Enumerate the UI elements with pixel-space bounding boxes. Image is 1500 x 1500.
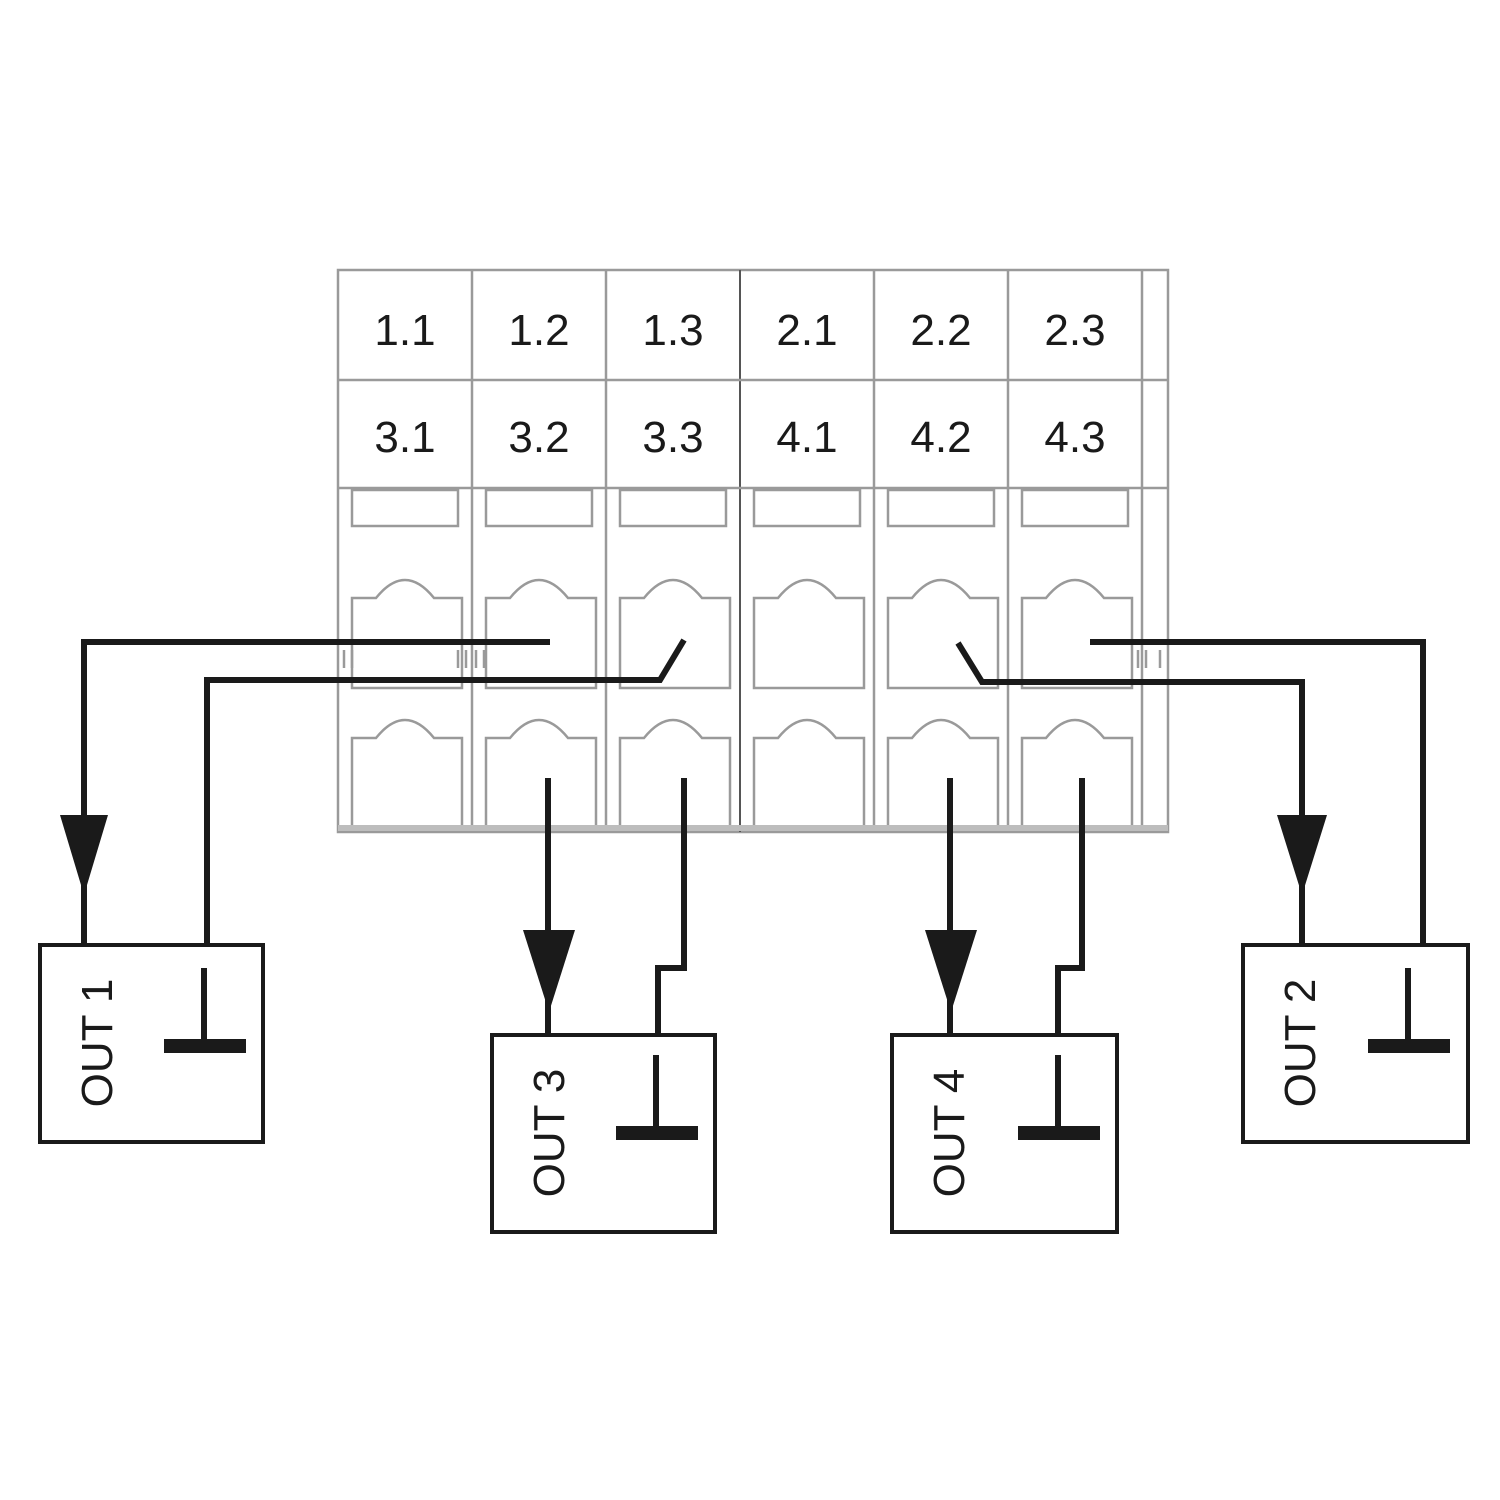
output-box-out4: OUT 4 [890,1033,1119,1234]
wires [81,638,1426,1035]
ground-symbol-icon [164,968,246,1053]
terminal-label-4-1: 4.1 [776,413,837,462]
socket-upper [484,578,598,690]
wire-out4-ground [1055,778,1085,1035]
wire-out1-ground [204,638,687,945]
arrow-out2-icon [1277,815,1327,895]
marker-slot [752,488,862,528]
terminal-label-4-2: 4.2 [910,413,971,462]
output-label-out4: OUT 4 [925,1069,974,1198]
terminal-block-outline [336,268,1170,834]
output-box-out3: OUT 3 [490,1033,717,1234]
marker-slot [350,488,460,528]
socket-upper [886,578,1000,690]
socket-upper [350,578,464,690]
socket-upper [618,578,732,690]
output-label-out1: OUT 1 [73,979,122,1108]
terminal-label-3-1: 3.1 [374,413,435,462]
marker-slot [1020,488,1130,528]
terminal-label-2-3: 2.3 [1044,306,1105,355]
wire-out2-signal [1090,639,1426,945]
arrow-out3-icon [523,930,575,1012]
terminal-label-1-3: 1.3 [642,306,703,355]
marker-slot [618,488,728,528]
arrowheads [60,815,1327,1012]
socket-lower [484,718,598,828]
socket-upper [752,578,866,690]
terminal-block [336,268,1170,834]
socket-lower [1020,718,1134,828]
output-box-out1: OUT 1 [38,943,265,1144]
terminal-label-1-1: 1.1 [374,306,435,355]
terminal-label-3-2: 3.2 [508,413,569,462]
arrow-out4-icon [925,930,977,1012]
marker-slot [484,488,594,528]
ground-symbol-icon [1018,1055,1100,1140]
wire-out3-ground [655,778,687,1035]
output-box-out2: OUT 2 [1241,943,1470,1144]
arrow-out1-icon [60,815,108,895]
terminal-label-3-3: 3.3 [642,413,703,462]
ground-symbol-icon [1368,968,1450,1053]
ground-symbol-icon [616,1055,698,1140]
terminal-label-1-2: 1.2 [508,306,569,355]
wire-out1-signal [81,639,550,945]
terminal-labels: 1.1 1.2 1.3 2.1 2.2 2.3 3.1 3.2 3.3 4.1 … [374,306,1105,462]
socket-upper [1020,578,1134,690]
socket-lower [752,718,866,828]
terminal-label-2-1: 2.1 [776,306,837,355]
terminal-label-4-3: 4.3 [1044,413,1105,462]
socket-lower [886,718,1000,828]
marker-slot [886,488,996,528]
output-label-out3: OUT 3 [525,1069,574,1198]
socket-lower [618,718,732,828]
terminal-label-2-2: 2.2 [910,306,971,355]
wire-out2-ground [955,641,1305,945]
socket-lower [350,718,464,828]
output-label-out2: OUT 2 [1276,979,1325,1108]
